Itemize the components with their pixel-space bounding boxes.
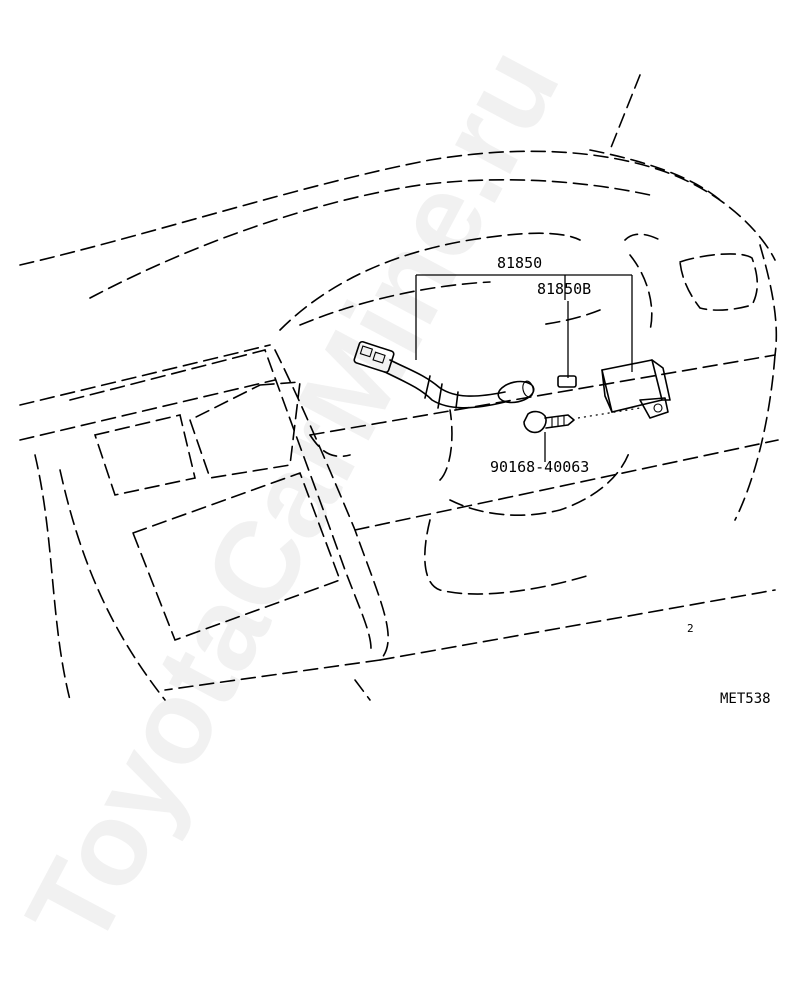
sensor-module (577, 359, 671, 419)
watermark-text: ToyotaCarMine.ru (1, 27, 584, 967)
wire-harness (353, 340, 535, 409)
figure-code: MET538 (720, 691, 771, 707)
leader-lines (415, 274, 633, 462)
corner-mark: 2 (687, 622, 694, 635)
label-81850: 81850 (497, 254, 542, 272)
clip-part (557, 375, 577, 388)
bolt-part (523, 410, 575, 434)
label-90168-40063: 90168-40063 (490, 458, 589, 476)
label-81850B: 81850B (537, 280, 591, 298)
dashboard-outline (19, 74, 779, 701)
